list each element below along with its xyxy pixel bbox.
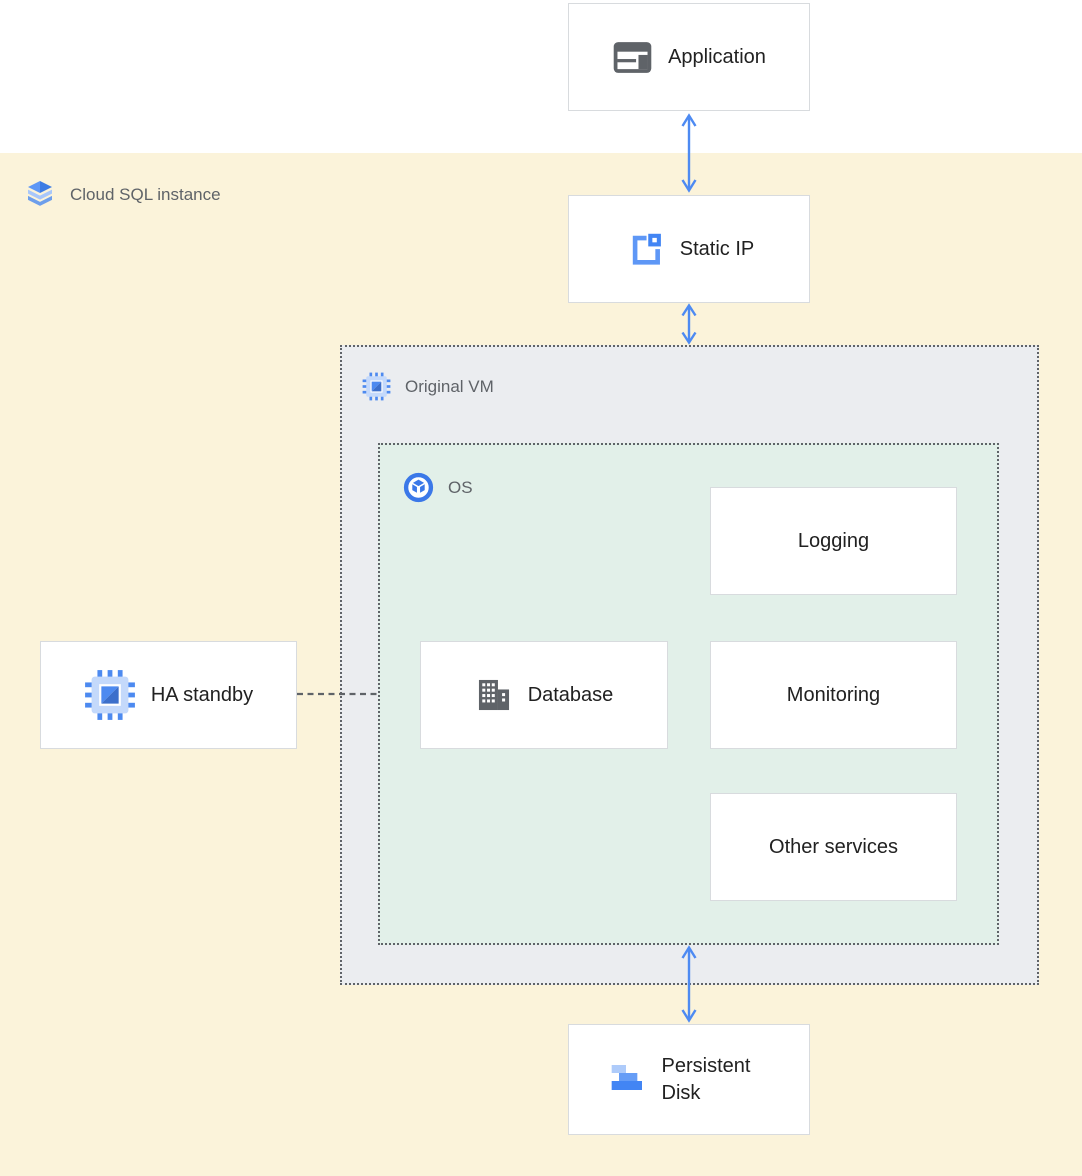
- node-logging: Logging: [710, 487, 957, 595]
- node-static-ip-label: Static IP: [679, 237, 755, 260]
- node-monitoring: Monitoring: [710, 641, 957, 749]
- node-database: Database: [420, 641, 668, 749]
- os-label: OS: [448, 477, 473, 497]
- compute-engine-icon: [362, 372, 391, 401]
- node-persistent-disk: Persistent Disk: [568, 1024, 810, 1135]
- node-persistent-disk-label: Persistent Disk: [661, 1054, 751, 1104]
- node-application-label: Application: [668, 45, 766, 68]
- node-logging-label: Logging: [797, 529, 870, 552]
- original-vm-label: Original VM: [405, 376, 494, 396]
- app-window-icon: [613, 41, 652, 73]
- original-vm-label-group: Original VM: [362, 372, 494, 401]
- cloud-sql-instance-label: Cloud SQL instance: [70, 185, 221, 204]
- node-other-services-label: Other services: [769, 835, 898, 858]
- cloud-sql-icon: [28, 181, 52, 206]
- node-other-services: Other services: [710, 793, 957, 901]
- os-label-group: OS: [403, 472, 473, 503]
- node-application: Application: [568, 3, 810, 111]
- building-icon: [478, 679, 509, 711]
- cloud-sql-instance-label-group: Cloud SQL instance: [24, 178, 221, 212]
- node-monitoring-label: Monitoring: [786, 683, 881, 706]
- node-ha-standby-label: HA standby: [150, 683, 254, 706]
- os-icon: [403, 472, 434, 503]
- node-database-label: Database: [527, 683, 614, 706]
- static-ip-icon: [632, 233, 661, 265]
- compute-engine-icon: [84, 670, 135, 720]
- persistent-disk-icon: [611, 1064, 642, 1090]
- node-ha-standby: HA standby: [40, 641, 297, 749]
- node-static-ip: Static IP: [568, 195, 810, 303]
